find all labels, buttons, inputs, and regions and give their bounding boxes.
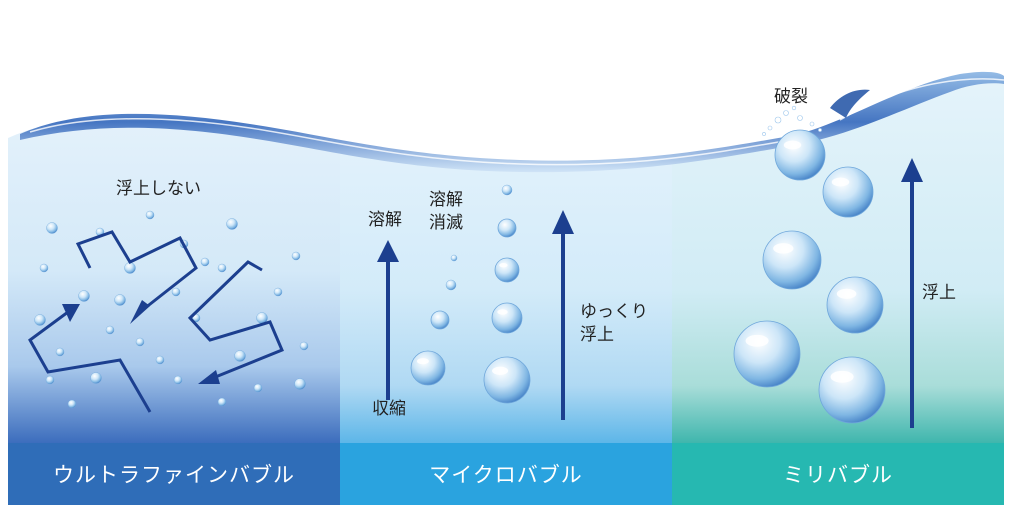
bubble-highlight [416, 358, 429, 365]
bubble-highlight [831, 177, 850, 187]
milli-bubble [818, 356, 886, 424]
micro-bubble [483, 356, 531, 404]
label-no-float: 浮上しない [116, 179, 201, 199]
label-dissolve: 溶解 [368, 210, 402, 230]
ultrafine-bubble [45, 375, 55, 385]
ultrafine-bubble [217, 397, 227, 407]
micro-bubble [430, 310, 450, 330]
float-arrow [901, 158, 923, 428]
bubble-highlight [830, 370, 854, 383]
ultrafine-bubble [226, 218, 238, 230]
ultrafine-bubble [200, 257, 210, 267]
ultrafine-bubble [155, 355, 165, 365]
ultrafine-bubble [39, 263, 49, 273]
ultrafine-bubble [46, 222, 58, 234]
section-milli-bubble: ミリバブル [672, 443, 1004, 505]
bubble-highlight [836, 288, 857, 299]
section-micro-bubble: マイクロバブル [340, 443, 672, 505]
label-slow-float-line1: ゆっくり [580, 302, 648, 322]
ultrafine-bubble [299, 341, 309, 351]
ultrafine-bubble [105, 325, 115, 335]
ultrafine-bubble [34, 314, 46, 326]
ultrafine-bubbles [34, 210, 309, 409]
ultrafine-bubble [78, 290, 90, 302]
micro-bubble [450, 254, 458, 262]
ultrafine-bubble [291, 251, 301, 261]
bubble-highlight [783, 140, 802, 150]
micro-bubble [445, 279, 457, 291]
ultrafine-bubble [234, 350, 246, 362]
ultrafine-bubble [294, 378, 306, 390]
label-shrink: 収縮 [372, 399, 406, 419]
water-surface [20, 71, 1005, 173]
bubble-highlight [492, 366, 509, 375]
ultrafine-bubble [173, 375, 183, 385]
bubble-highlight [745, 334, 769, 347]
label-float: 浮上 [922, 283, 956, 303]
ultrafine-bubble [217, 263, 227, 273]
milli-bubble [774, 129, 826, 181]
bubble-highlight [499, 263, 508, 268]
label-dissolve-vanish-line1: 溶解 [429, 190, 463, 210]
ultrafine-bubble [273, 287, 283, 297]
random-motion-arrows [28, 230, 284, 413]
milli-bubble [826, 276, 884, 334]
micro-bubble [497, 218, 517, 238]
ultrafine-bubble [135, 337, 145, 347]
ultrafine-bubble [253, 383, 263, 393]
milli-bubbles [733, 129, 886, 424]
ultrafine-bubble [114, 294, 126, 306]
ultrafine-bubble [124, 262, 136, 274]
milli-bubble [822, 166, 874, 218]
label-dissolve-vanish-line2: 消滅 [429, 213, 463, 233]
ultrafine-bubble [67, 399, 77, 409]
ultrafine-bubble [55, 347, 65, 357]
bubble-highlight [773, 243, 794, 254]
section-ultrafine-bubble: ウルトラファインバブル [8, 443, 340, 505]
micro-bubble [410, 350, 446, 386]
micro-bubble [494, 257, 520, 283]
micro-bubble [501, 184, 513, 196]
ultrafine-bubble [171, 287, 181, 297]
dissolve-arrow [377, 240, 399, 400]
ultrafine-bubble [90, 372, 102, 384]
burst-splash [762, 105, 822, 136]
bubble-highlight [497, 309, 508, 315]
micro-bubbles [410, 184, 531, 404]
slow-float-arrow [552, 210, 574, 420]
milli-bubble [762, 230, 822, 290]
label-burst: 破裂 [774, 87, 808, 107]
milli-bubble [733, 320, 801, 388]
ultrafine-bubble [145, 210, 155, 220]
label-slow-float-line2: 浮上 [580, 325, 614, 345]
arrowheads [62, 300, 220, 384]
micro-bubble [491, 302, 523, 334]
